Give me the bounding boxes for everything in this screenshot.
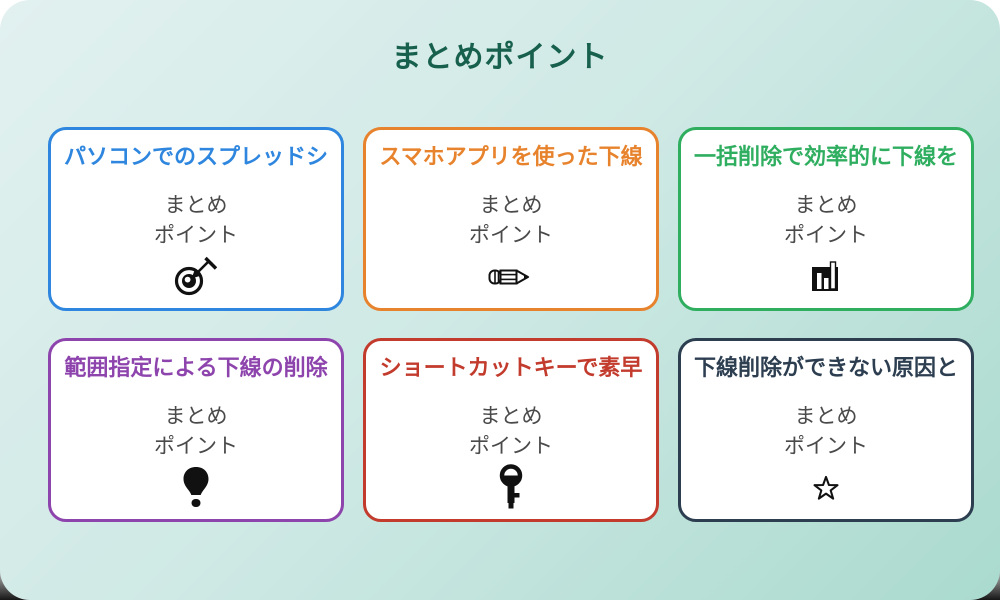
card-body-line: まとめ [794,404,858,428]
card-title: 下線削除ができない原因と [693,356,958,381]
card-title: スマホアプリを使った下線 [379,145,643,170]
card-body-line: ポイント [784,434,868,458]
card-body-line: まとめ [479,193,543,217]
pencil-icon [488,253,534,301]
card-body: まとめ ポイント [154,401,238,461]
bar-chart-icon [808,253,844,301]
card-body-line: まとめ [479,404,543,428]
lightbulb-icon [180,464,212,512]
card-body: まとめ ポイント [469,401,553,461]
summary-card: 範囲指定による下線の削除 まとめ ポイント [48,338,344,522]
page-title: まとめポイント [391,40,609,75]
summary-card: 下線削除ができない原因と まとめ ポイント [678,338,974,522]
card-grid: パソコンでのスプレッドシ まとめ ポイント スマホアプリを使った下線 [48,127,1000,522]
card-body-line: まとめ [164,404,228,428]
key-icon [496,464,526,512]
card-title: 範囲指定による下線の削除 [64,356,328,381]
card-body-line: ポイント [154,223,238,247]
summary-card: 一括削除で効率的に下線を まとめ ポイント [678,127,974,311]
card-title: 一括削除で効率的に下線を [693,145,958,170]
card-body-line: まとめ [794,193,858,217]
card-title: パソコンでのスプレッドシ [63,145,328,170]
card-body: まとめ ポイント [784,401,868,461]
card-body-line: まとめ [164,193,228,217]
card-title: ショートカットキーで素早 [379,356,643,381]
summary-card: パソコンでのスプレッドシ まとめ ポイント [48,127,344,311]
star-icon [813,464,839,512]
card-body: まとめ ポイント [784,190,868,250]
card-body: まとめ ポイント [469,190,553,250]
card-body-line: ポイント [784,223,868,247]
summary-card: スマホアプリを使った下線 まとめ ポイント [363,127,659,311]
card-body-line: ポイント [469,223,553,247]
card-body-line: ポイント [154,434,238,458]
card-body-line: ポイント [469,434,553,458]
summary-card: ショートカットキーで素早 まとめ ポイント [363,338,659,522]
card-body: まとめ ポイント [154,190,238,250]
dartboard-icon [173,253,219,301]
